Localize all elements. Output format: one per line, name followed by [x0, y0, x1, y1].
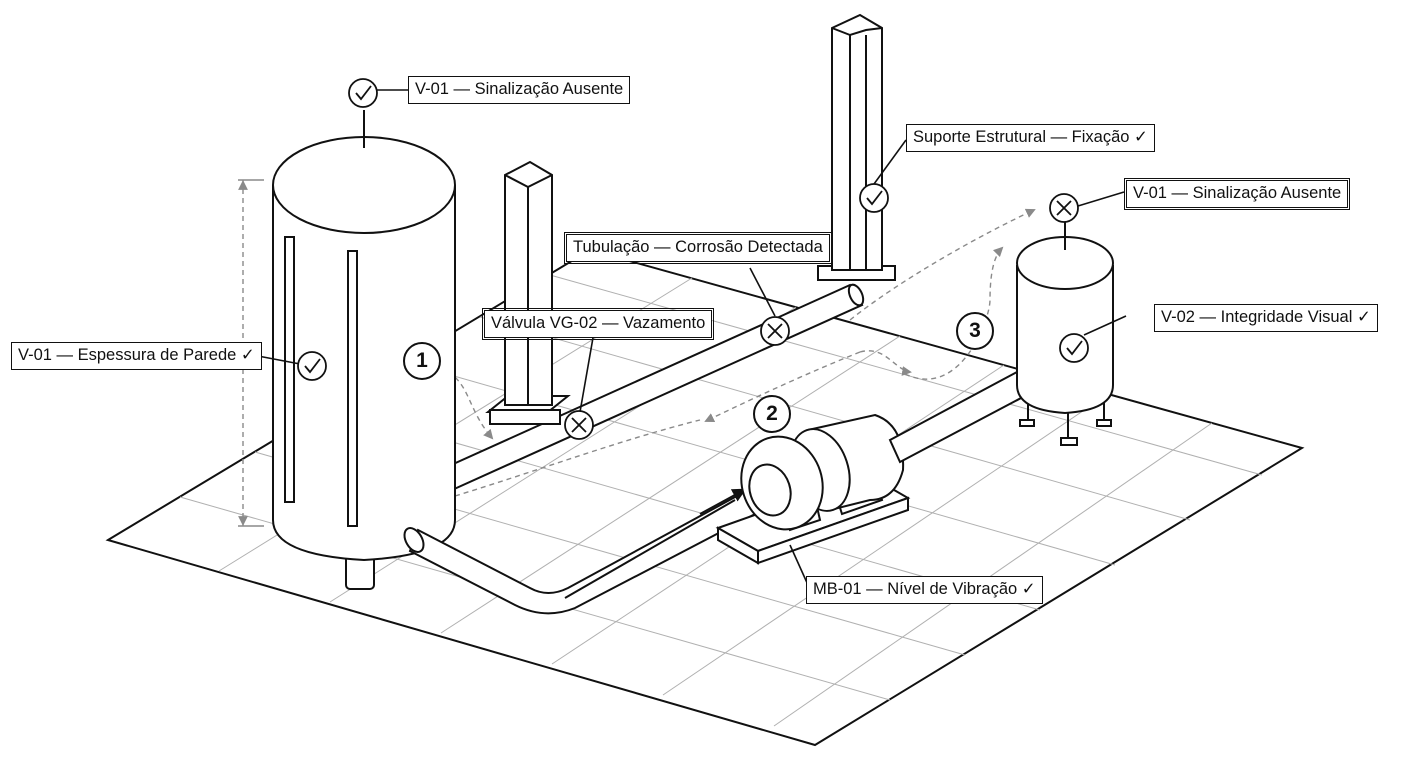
leader-lines: [257, 89, 1127, 586]
check-circle-icon: [1059, 333, 1089, 363]
pump-mb01: [715, 363, 1044, 565]
step-1-badge: 1: [403, 342, 441, 380]
x-circle-icon: [760, 316, 790, 346]
step-3-badge: 3: [956, 312, 994, 350]
label-v01-wall-thickness: V-01 — Espessura de Parede ✓: [11, 342, 262, 370]
label-structural-support: Suporte Estrutural — Fixação ✓: [906, 124, 1155, 152]
label-valve-leak: Válvula VG-02 — Vazamento: [481, 307, 715, 341]
label-pipe-corrosion: Tubulação — Corrosão Detectada: [563, 231, 833, 265]
label-v02-integrity: V-02 — Integridade Visual ✓: [1154, 304, 1378, 332]
x-circle-icon: [1049, 193, 1079, 223]
check-circle-icon: [348, 78, 378, 108]
step-2-badge: 2: [753, 395, 791, 433]
check-circle-icon: [859, 183, 889, 213]
check-circle-icon: [297, 351, 327, 381]
label-v01-signage-right: V-01 — Sinalização Ausente: [1123, 177, 1351, 211]
label-mb01-vibration: MB-01 — Nível de Vibração ✓: [806, 576, 1043, 604]
support-column-left: [485, 160, 571, 425]
x-circle-icon: [564, 410, 594, 440]
label-v01-signage-top: V-01 — Sinalização Ausente: [408, 76, 631, 104]
vessel-v01: [272, 110, 456, 590]
